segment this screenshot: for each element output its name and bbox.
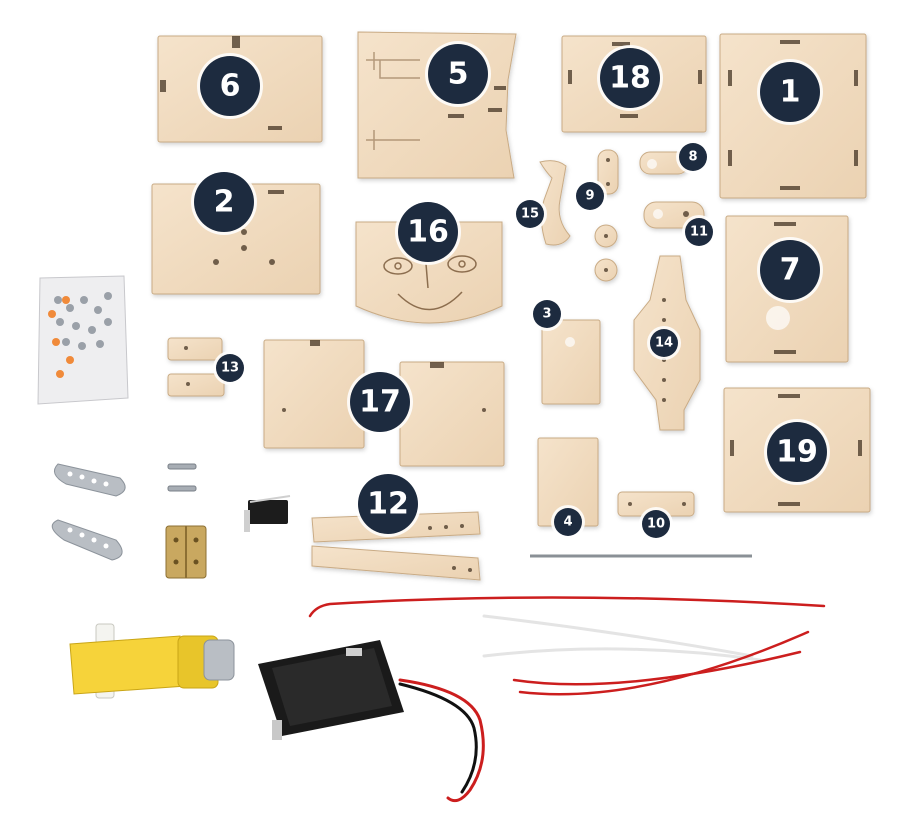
part-badge-3: 3 (530, 297, 564, 331)
part-badge-8: 8 (676, 140, 710, 174)
battery-wire-red (398, 678, 485, 803)
panel-13-b (167, 373, 225, 397)
part-badge-label: 18 (609, 61, 651, 96)
part-badge-16: 16 (395, 199, 461, 265)
part-badge-label: 9 (585, 189, 594, 204)
part-badge-label: 4 (563, 515, 572, 530)
part-badge-10: 10 (639, 507, 673, 541)
metal-bracket-b (51, 519, 123, 561)
part-badge-label: 2 (214, 185, 235, 220)
red-wire-bottom-b (518, 630, 810, 696)
panel-17-right (399, 361, 505, 467)
part-badge-9: 9 (573, 179, 607, 213)
red-wire-bottom-a (512, 650, 802, 686)
gear-motor (69, 623, 235, 699)
panel-9-bar (597, 149, 619, 195)
panel-16 (355, 221, 503, 324)
part-badge-1: 1 (757, 59, 823, 125)
bolts (167, 463, 197, 492)
part-badge-label: 5 (448, 57, 469, 92)
part-badge-label: 16 (407, 215, 449, 250)
part-badge-label: 12 (367, 487, 409, 522)
panel-13-a (167, 337, 223, 361)
panel-12-arm-b (311, 545, 481, 581)
part-badge-label: 11 (690, 225, 708, 240)
part-badge-14: 14 (647, 326, 681, 360)
part-badge-12: 12 (355, 471, 421, 537)
part-badge-label: 15 (521, 207, 539, 222)
part-badge-label: 17 (359, 385, 401, 420)
brass-hinge (165, 525, 207, 579)
part-badge-label: 1 (780, 75, 801, 110)
part-badge-13: 13 (213, 351, 247, 385)
part-badge-17: 17 (347, 369, 413, 435)
micro-switch (244, 495, 291, 532)
part-badge-label: 3 (542, 307, 551, 322)
part-badge-5: 5 (425, 41, 491, 107)
part-badge-15: 15 (513, 197, 547, 231)
part-badge-19: 19 (764, 419, 830, 485)
part-badge-7: 7 (757, 237, 823, 303)
part-badge-4: 4 (551, 505, 585, 539)
metal-bracket-a (53, 463, 126, 497)
part-badge-6: 6 (197, 53, 263, 119)
part-badge-label: 8 (688, 150, 697, 165)
part-badge-label: 19 (776, 435, 818, 470)
part-badge-label: 6 (220, 69, 241, 104)
part-badge-11: 11 (682, 215, 716, 249)
part-badge-label: 10 (647, 517, 665, 532)
part-badge-label: 7 (780, 253, 801, 288)
panel-15 (539, 160, 571, 246)
red-wire-top (308, 596, 826, 618)
part-badge-label: 13 (221, 361, 239, 376)
battery-holder (258, 640, 404, 740)
battery-wire-black (398, 682, 478, 794)
screw-bag (37, 275, 129, 405)
panel-3 (541, 319, 601, 405)
white-wire (482, 614, 762, 662)
part-badge-2: 2 (191, 169, 257, 235)
part-badge-label: 14 (655, 336, 673, 351)
part-badge-18: 18 (597, 45, 663, 111)
